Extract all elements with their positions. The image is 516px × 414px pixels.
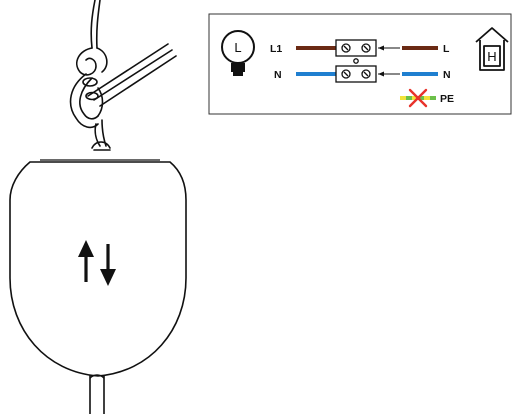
lamp-icon: L bbox=[221, 30, 255, 76]
bottom-cable bbox=[89, 374, 105, 414]
up-down-arrows-icon bbox=[78, 240, 116, 286]
house-n-label: N bbox=[443, 69, 451, 81]
cross-out-icon bbox=[408, 88, 428, 108]
lamp-label: L bbox=[234, 40, 241, 55]
lamp-canopy bbox=[9, 161, 187, 377]
wiring-diagram-box: L L1 N bbox=[208, 13, 512, 115]
lamp-l1-label: L1 bbox=[270, 43, 282, 55]
feed-arrows bbox=[378, 45, 400, 77]
house-l-label: L bbox=[443, 43, 450, 55]
house-label: H bbox=[487, 49, 496, 64]
ceiling-hook-icon bbox=[69, 0, 177, 151]
earth-wire-crossed bbox=[400, 88, 436, 108]
lamp-n-label: N bbox=[274, 69, 282, 81]
house-icon: H bbox=[475, 27, 509, 71]
earth-pe-label: PE bbox=[440, 93, 454, 105]
terminal-block-icon bbox=[335, 39, 377, 83]
